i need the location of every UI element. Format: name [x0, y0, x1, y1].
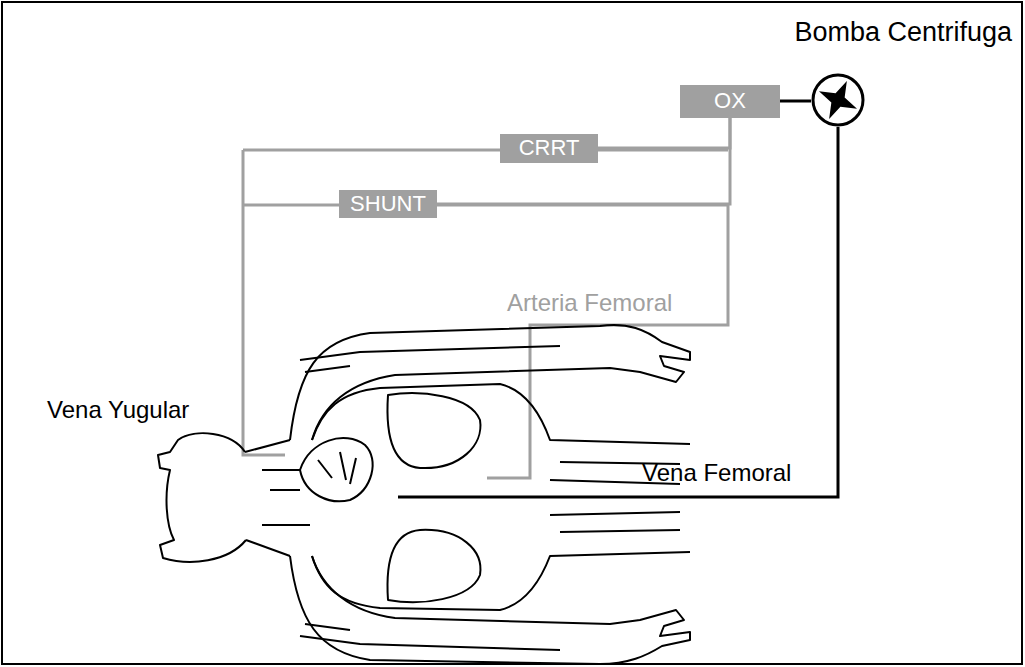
vessel-label: Vena Femoral: [640, 459, 793, 487]
box-label: SHUNT: [350, 191, 426, 217]
tubing-line: [437, 118, 730, 205]
oxygenator-box: OX: [680, 85, 780, 118]
box-label: CRRT: [519, 135, 580, 161]
return-lines: [243, 150, 728, 478]
body-outline: [158, 325, 690, 664]
shunt-box: SHUNT: [339, 190, 437, 218]
crrt-box: CRRT: [500, 134, 598, 163]
pump-label: Bomba Centrifuga: [794, 17, 1012, 48]
tubing-line: [780, 100, 811, 103]
box-label: OX: [714, 88, 746, 114]
centrifugal-pump: Bomba Centrifuga: [811, 73, 865, 127]
vessel-label: Arteria Femoral: [505, 289, 674, 317]
vessel-label: Vena Yugular: [45, 396, 191, 424]
tubing-line: [598, 118, 730, 149]
pump-symbol: [811, 73, 865, 127]
